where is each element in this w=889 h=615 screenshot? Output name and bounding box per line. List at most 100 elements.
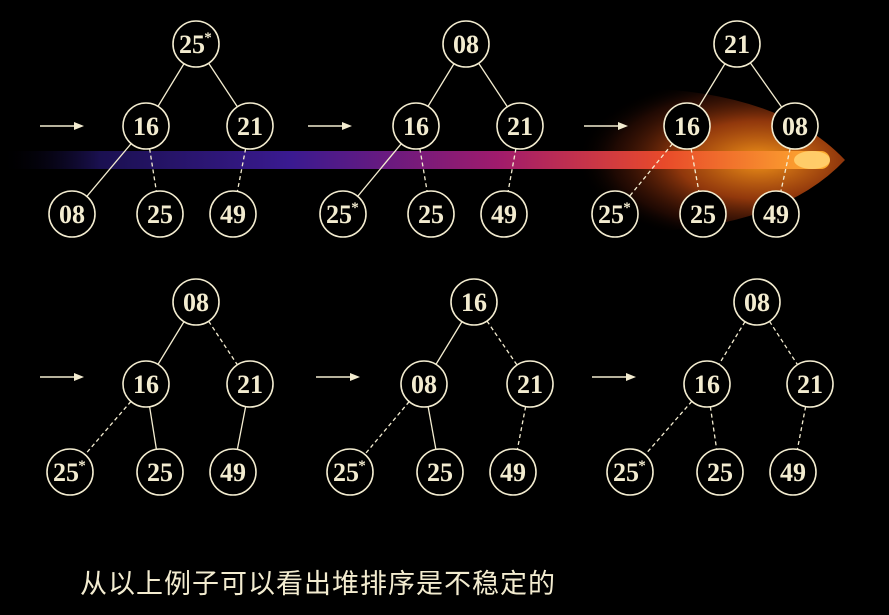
tree-node: 21	[496, 102, 544, 150]
transition-arrow	[592, 373, 636, 381]
arrow-head	[74, 122, 84, 130]
node-label: 25	[179, 30, 205, 59]
tree-node: 25	[679, 190, 727, 238]
node-label: 08	[183, 288, 209, 317]
tree-edge	[148, 148, 158, 192]
tree-node: 08	[771, 102, 819, 150]
node-label: 08	[453, 30, 479, 59]
tree-node: 16	[683, 360, 731, 408]
tree-edge	[236, 406, 247, 450]
tree-edge	[690, 148, 700, 192]
comet-tail	[0, 151, 830, 169]
heap-tree: 16 08 21 25* 25 49	[326, 278, 554, 496]
node-circle	[46, 448, 94, 496]
tree-node: 25*	[606, 448, 654, 496]
node-circle	[136, 448, 184, 496]
tree-edge	[486, 320, 518, 366]
transition-arrow	[308, 122, 352, 130]
node-label: 25	[427, 458, 453, 487]
tree-node: 16	[663, 102, 711, 150]
tree-node: 16	[392, 102, 440, 150]
node-label: 49	[780, 458, 806, 487]
node-circle	[713, 20, 761, 68]
transition-arrow	[40, 122, 84, 130]
tree-edge	[148, 406, 158, 450]
tree-node: 25	[696, 448, 744, 496]
arrow-head	[350, 373, 360, 381]
node-circle	[769, 448, 817, 496]
node-label: 16	[694, 370, 720, 399]
tree-node: 08	[48, 190, 96, 238]
arrow-head	[74, 373, 84, 381]
node-label: 25	[418, 200, 444, 229]
tree-node: 49	[752, 190, 800, 238]
tree-node: 08	[733, 278, 781, 326]
node-circle	[506, 360, 554, 408]
node-star-mark: *	[204, 30, 212, 46]
tree-node: 49	[209, 448, 257, 496]
node-circle	[663, 102, 711, 150]
node-label: 25	[613, 458, 639, 487]
node-circle	[319, 190, 367, 238]
transition-arrow	[584, 122, 628, 130]
node-label: 49	[491, 200, 517, 229]
node-circle	[480, 190, 528, 238]
node-label: 49	[500, 458, 526, 487]
node-label: 49	[220, 200, 246, 229]
tree-node: 49	[480, 190, 528, 238]
tree-node: 25*	[172, 20, 220, 68]
tree-edge	[419, 148, 428, 192]
tree-edge	[427, 406, 437, 450]
caption: 从以上例子可以看出堆排序是不稳定的	[80, 569, 556, 600]
tree-node: 21	[226, 360, 274, 408]
tree-node: 49	[209, 190, 257, 238]
tree-node: 25*	[319, 190, 367, 238]
node-circle	[591, 190, 639, 238]
tree-edge	[709, 406, 718, 450]
tree-edge	[644, 400, 693, 456]
node-circle	[48, 190, 96, 238]
tree-edge	[780, 148, 791, 192]
node-circle	[209, 190, 257, 238]
transition-arrow	[40, 373, 84, 381]
tree-node: 21	[506, 360, 554, 408]
node-label: 08	[782, 112, 808, 141]
node-circle	[122, 102, 170, 150]
tree-edge	[507, 148, 517, 192]
node-circle	[172, 278, 220, 326]
node-label: 16	[461, 288, 487, 317]
tree-edge	[629, 143, 673, 197]
node-label: 25	[690, 200, 716, 229]
node-label: 08	[744, 288, 770, 317]
node-label: 25	[147, 458, 173, 487]
node-label: 16	[674, 112, 700, 141]
tree-edge	[208, 62, 238, 108]
arrow-head	[618, 122, 628, 130]
tree-edge	[768, 320, 799, 366]
node-circle	[679, 190, 727, 238]
node-label: 21	[517, 370, 543, 399]
tree-node: 08	[400, 360, 448, 408]
node-circle	[786, 360, 834, 408]
tree-edge	[698, 63, 726, 107]
node-label: 08	[59, 200, 85, 229]
node-star-mark: *	[358, 458, 366, 474]
tree-node: 25*	[326, 448, 374, 496]
tree-node: 25	[136, 448, 184, 496]
node-circle	[733, 278, 781, 326]
node-circle	[496, 102, 544, 150]
tree-edge	[516, 406, 527, 450]
node-circle	[226, 360, 274, 408]
tree-edge	[86, 143, 132, 197]
tree-node: 25	[416, 448, 464, 496]
node-circle	[136, 190, 184, 238]
arrow-head	[626, 373, 636, 381]
node-circle	[606, 448, 654, 496]
tree-node: 25	[136, 190, 184, 238]
tree-node: 25*	[591, 190, 639, 238]
node-label: 25	[53, 458, 79, 487]
